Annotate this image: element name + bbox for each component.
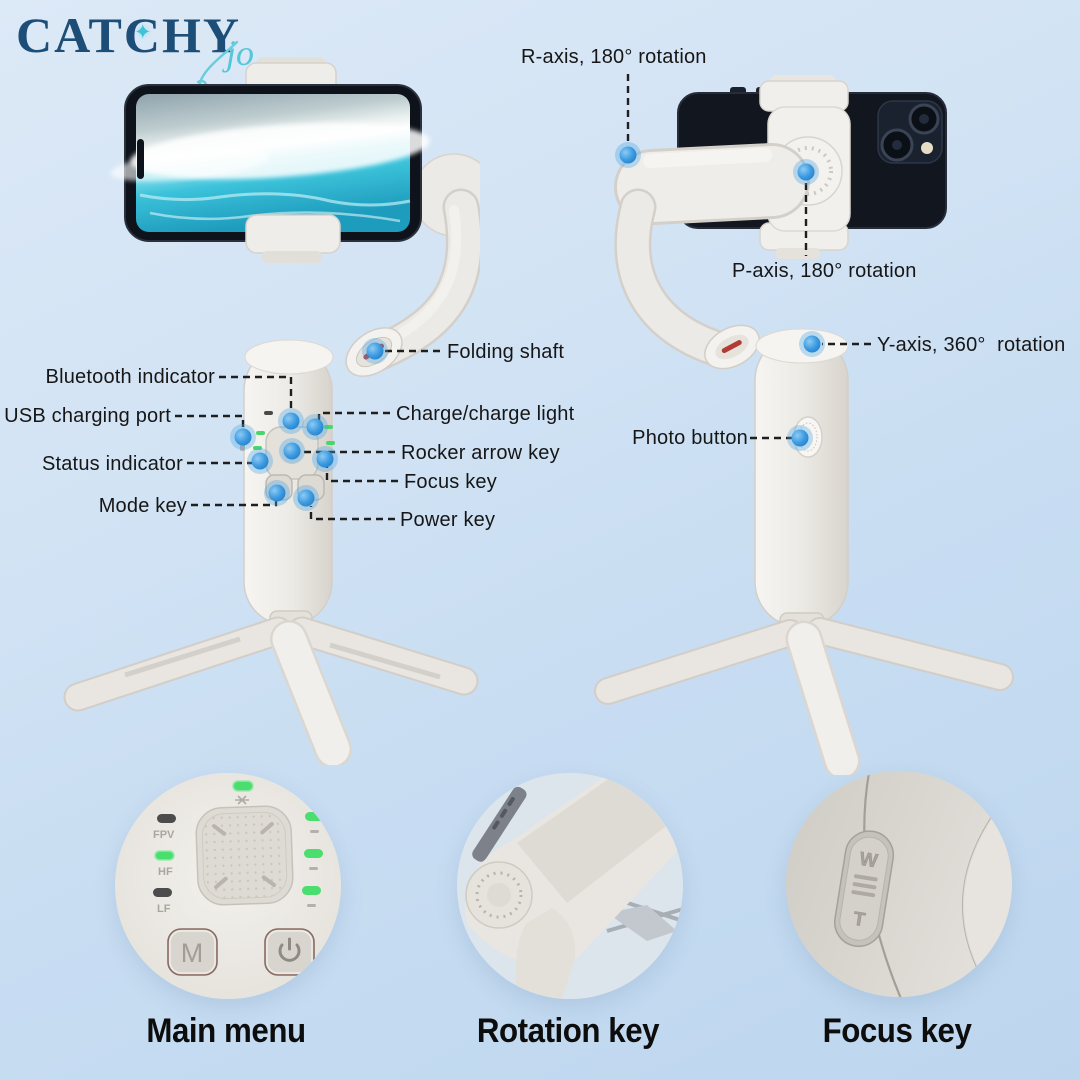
arm-closeup: [465, 773, 683, 999]
camera-flash: [921, 142, 933, 154]
handle-rear: [754, 328, 849, 628]
callout-mode-key: Mode key: [98, 495, 187, 517]
callout-photo-button: Photo button: [632, 427, 748, 449]
callout-rocker-arrow-key: Rocker arrow key: [401, 442, 560, 464]
callout-r-axis: R-axis, 180° rotation: [521, 46, 707, 68]
brand-name: CATCHY: [16, 7, 241, 63]
sparkle-icon: ✦: [134, 21, 152, 44]
callout-folding-shaft: Folding shaft: [447, 341, 565, 363]
left-gimbal-illustration: [63, 57, 480, 765]
callout-status-indicator: Status indicator: [41, 453, 183, 475]
right-gimbal-illustration: [594, 75, 1014, 775]
label-main-menu: Main menu: [146, 1012, 306, 1050]
phone-notch: [137, 139, 144, 179]
callout-p-axis: P-axis, 180° rotation: [732, 260, 917, 282]
label-focus-key: Focus key: [822, 1012, 972, 1050]
zoom-slider: W T: [833, 830, 895, 948]
mode-button-closeup: M: [167, 928, 218, 976]
phone-edge: [472, 786, 527, 862]
led-label-hf: HF: [158, 866, 173, 878]
mode-button-letter: M: [181, 938, 204, 968]
closeup-focus-key: W T: [786, 771, 1012, 997]
callout-dots: [230, 142, 825, 511]
callout-usb-charging-port: USB charging port: [4, 405, 171, 427]
folding-joint-rear: [704, 324, 760, 370]
callout-y-axis: Y-axis, 360° rotation: [877, 334, 1066, 356]
power-button-closeup: [264, 928, 315, 976]
callout-charge-light: Charge/charge light: [396, 403, 575, 425]
rocker-pad-closeup: [195, 805, 294, 906]
led-label-fpv: FPV: [153, 829, 175, 841]
closeup-main-menu: FPV HF LF M: [115, 773, 341, 999]
tripod-rear: [594, 612, 1014, 775]
callout-bluetooth-indicator: Bluetooth indicator: [45, 366, 215, 388]
bluetooth-glyph: [235, 795, 249, 805]
callout-focus-key: Focus key: [404, 471, 497, 493]
zoom-t-label: T: [852, 909, 867, 932]
callout-power-key: Power key: [400, 509, 496, 531]
brand-logo: CATCHY ✦ jo: [16, 6, 254, 73]
phone-front: [110, 84, 430, 242]
zoom-w-label: W: [858, 849, 879, 873]
label-rotation-key: Rotation key: [476, 1012, 660, 1050]
power-icon: [278, 937, 301, 962]
tripod: [63, 610, 479, 765]
closeup-rotation-key: [457, 773, 683, 999]
led-label-lf: LF: [157, 903, 171, 915]
